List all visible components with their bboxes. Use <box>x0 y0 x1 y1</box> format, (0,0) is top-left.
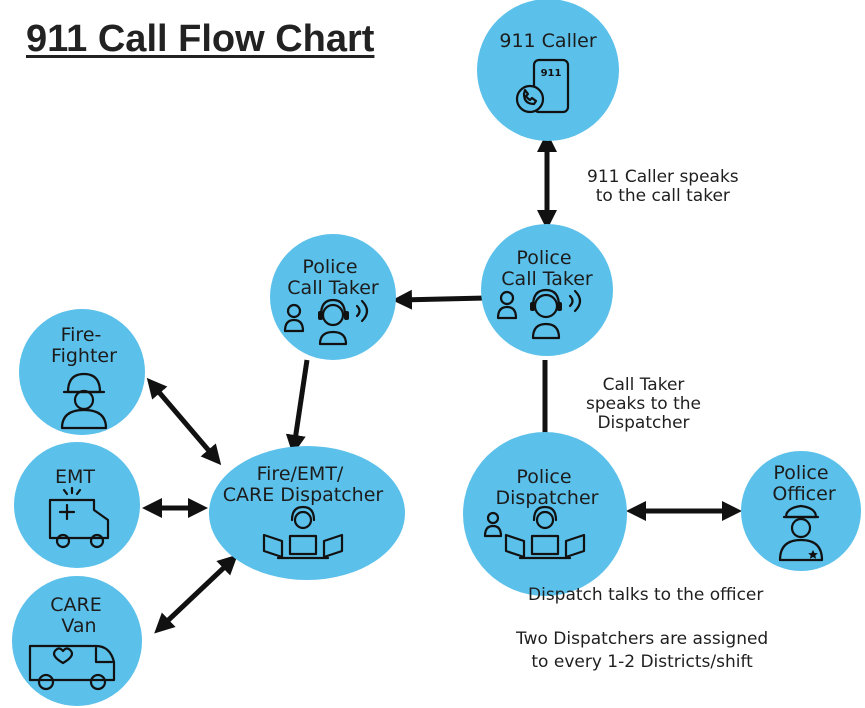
arrow-firefighter-care-dispatcher <box>146 377 222 466</box>
call-taker-left-label-1: Police <box>302 256 357 278</box>
note-calltaker-speaks: Call Taker speaks to the Dispatcher <box>586 375 701 433</box>
firefighter-icon <box>60 372 108 430</box>
svg-text:Police Call Taker: Police Call Taker <box>501 247 593 290</box>
call-taker-left-label-2: Call Taker <box>287 277 379 299</box>
svg-text:Fire- Fighter: Fire- Fighter <box>51 324 117 367</box>
note-caller-speaks: 911 Caller speaks to the call taker <box>587 167 739 206</box>
note-dispatch-talks: Dispatch talks to the officer <box>528 585 764 605</box>
ambulance-icon <box>48 486 110 549</box>
firefighter-label-1: Fire- <box>61 324 102 346</box>
dispatcher-monitors-icon <box>483 505 586 560</box>
care-van-label-2: Van <box>61 615 96 637</box>
page-title: 911 Call Flow Chart <box>26 18 375 60</box>
note-two-dispatchers: Two Dispatchers are assigned to every 1-… <box>516 629 769 672</box>
node-labels: 911 Caller Police Call Taker Police Call… <box>50 30 836 637</box>
call-taker-headset-icon <box>283 298 369 346</box>
call-taker-main-label-2: Call Taker <box>501 268 593 290</box>
care-dispatcher-label-2: CARE Dispatcher <box>223 484 384 506</box>
node-911-caller <box>477 0 619 141</box>
svg-text:Police Dispatcher: Police Dispatcher <box>496 466 599 509</box>
node-police-dispatcher <box>463 432 627 596</box>
arrow-carevan-care-dispatcher <box>154 554 238 634</box>
node-police-call-taker-left <box>270 234 396 360</box>
node-care-van <box>12 576 142 706</box>
arrows <box>142 132 742 634</box>
phone-911-icon: 911 <box>515 58 570 114</box>
police-officer-label-2: Officer <box>772 483 835 505</box>
police-officer-icon <box>778 504 824 562</box>
svg-text:911 Caller: 911 Caller <box>499 30 596 52</box>
svg-text:Police Call Taker: Police Call Taker <box>287 256 379 299</box>
call-taker-headset-icon <box>496 288 582 340</box>
svg-text:Police Officer: Police Officer <box>772 462 835 505</box>
care-van-icon <box>28 644 116 691</box>
police-officer-label-1: Police <box>773 462 828 484</box>
police-dispatcher-label-2: Dispatcher <box>496 487 599 509</box>
svg-text:CARE Van: CARE Van <box>50 594 108 637</box>
node-police-officer <box>741 451 861 571</box>
care-van-label-1: CARE <box>50 594 101 616</box>
call-taker-main-label-1: Police <box>516 247 571 269</box>
svg-text:EMT: EMT <box>55 466 95 488</box>
dispatcher-monitors-icon <box>262 505 344 560</box>
police-dispatcher-label-1: Police <box>516 466 571 488</box>
node-emt <box>14 442 140 568</box>
firefighter-label-2: Fighter <box>51 345 117 367</box>
caller-label: 911 Caller <box>499 30 596 52</box>
arrow-calltaker-to-left-calltaker <box>392 289 487 310</box>
phone-911-text: 911 <box>541 68 562 79</box>
arrow-left-calltaker-to-care-dispatcher <box>285 359 310 455</box>
node-firefighter <box>19 309 145 435</box>
care-dispatcher-label-1: Fire/EMT/ <box>257 463 344 485</box>
emt-label: EMT <box>55 466 95 488</box>
svg-text:Fire/EMT/ CARE Dispatche: Fire/EMT/ CARE Dispatcher <box>223 463 384 506</box>
